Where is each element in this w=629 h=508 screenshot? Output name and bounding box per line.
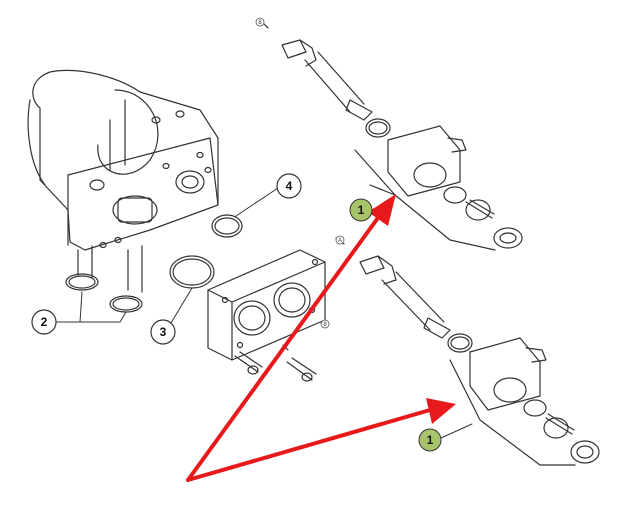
svg-text:8: 8: [258, 20, 262, 26]
svg-text:1: 1: [358, 203, 365, 217]
callout-1-lower: 1: [418, 428, 442, 452]
callout-2: 2: [31, 309, 57, 335]
o-ring-small: [211, 214, 243, 238]
o-ring-pair: [65, 273, 143, 313]
upper-valve-assembly: [261, 21, 523, 251]
flange-plate: [207, 249, 326, 361]
svg-text:3: 3: [160, 325, 167, 339]
svg-text:2: 2: [41, 315, 48, 329]
svg-text:4: 4: [286, 179, 293, 193]
screws: [234, 344, 317, 382]
svg-text:8: 8: [323, 322, 327, 328]
callout-1-upper: 1: [349, 198, 373, 222]
o-ring-large: [169, 255, 215, 289]
callout-4: 4: [276, 173, 302, 199]
red-arrows: [186, 194, 456, 482]
lower-valve-assembly: [335, 237, 600, 466]
svg-text:A: A: [338, 238, 342, 244]
pump-housing: [27, 69, 219, 293]
callout-3: 3: [150, 319, 176, 345]
tiny-bolt-marks: 8 A 8: [255, 17, 345, 329]
svg-text:1: 1: [427, 433, 434, 447]
